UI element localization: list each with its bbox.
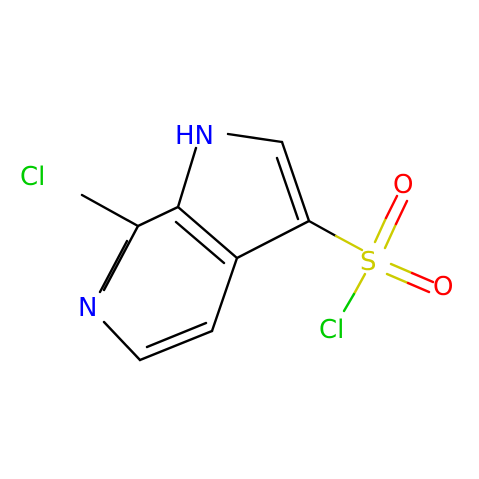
bond-s-o-right-b-red [406,281,431,294]
atom-cl-ring: Cl [20,162,45,192]
atom-n-ring: N [78,293,97,323]
bond-c7-n6-inner [98,239,129,294]
bond-c7-n6 [102,224,140,292]
bond-c3-s [307,219,338,238]
bond-c3a-c7a-inner [174,220,226,265]
bond-s-o-top-red [384,194,399,220]
bond-c7-cl [80,193,140,228]
bonds [80,132,435,362]
bond-c2-c3-inner [275,156,300,221]
bond-s-cl-green [342,292,356,313]
bond-c3-s-colored [334,234,364,252]
bond-s-o-top-b-red [394,199,409,226]
atom-o-right: O [433,272,453,302]
bond-s-o-right [389,262,414,275]
bond-s-o-top [373,216,388,244]
bond-c3a-c7a [176,205,239,260]
bond-c7a-n1 [176,146,198,209]
atom-cl-sulfonyl: Cl [319,315,344,345]
atom-nh: HN [175,121,214,151]
bond-s-o-top-b [383,222,398,250]
bond-c5-c4 [138,329,214,362]
bond-s-o-right-red [410,271,435,284]
bond-n1-c2 [226,132,284,144]
bond-c4-c3a [210,256,239,333]
bond-c3-c3a [235,219,311,260]
bond-s-o-right-b [385,272,410,285]
bond-c7a-c7 [136,205,180,228]
atom-o-top: O [393,170,413,200]
bond-c2-c3 [280,140,311,223]
bond-s-cl [352,272,367,296]
bond-c5-c4-inner [145,321,208,349]
atom-s: S [360,247,377,277]
atom-labels: Cl N HN S O O Cl [20,121,453,345]
bond-n6-c5 [102,320,142,362]
